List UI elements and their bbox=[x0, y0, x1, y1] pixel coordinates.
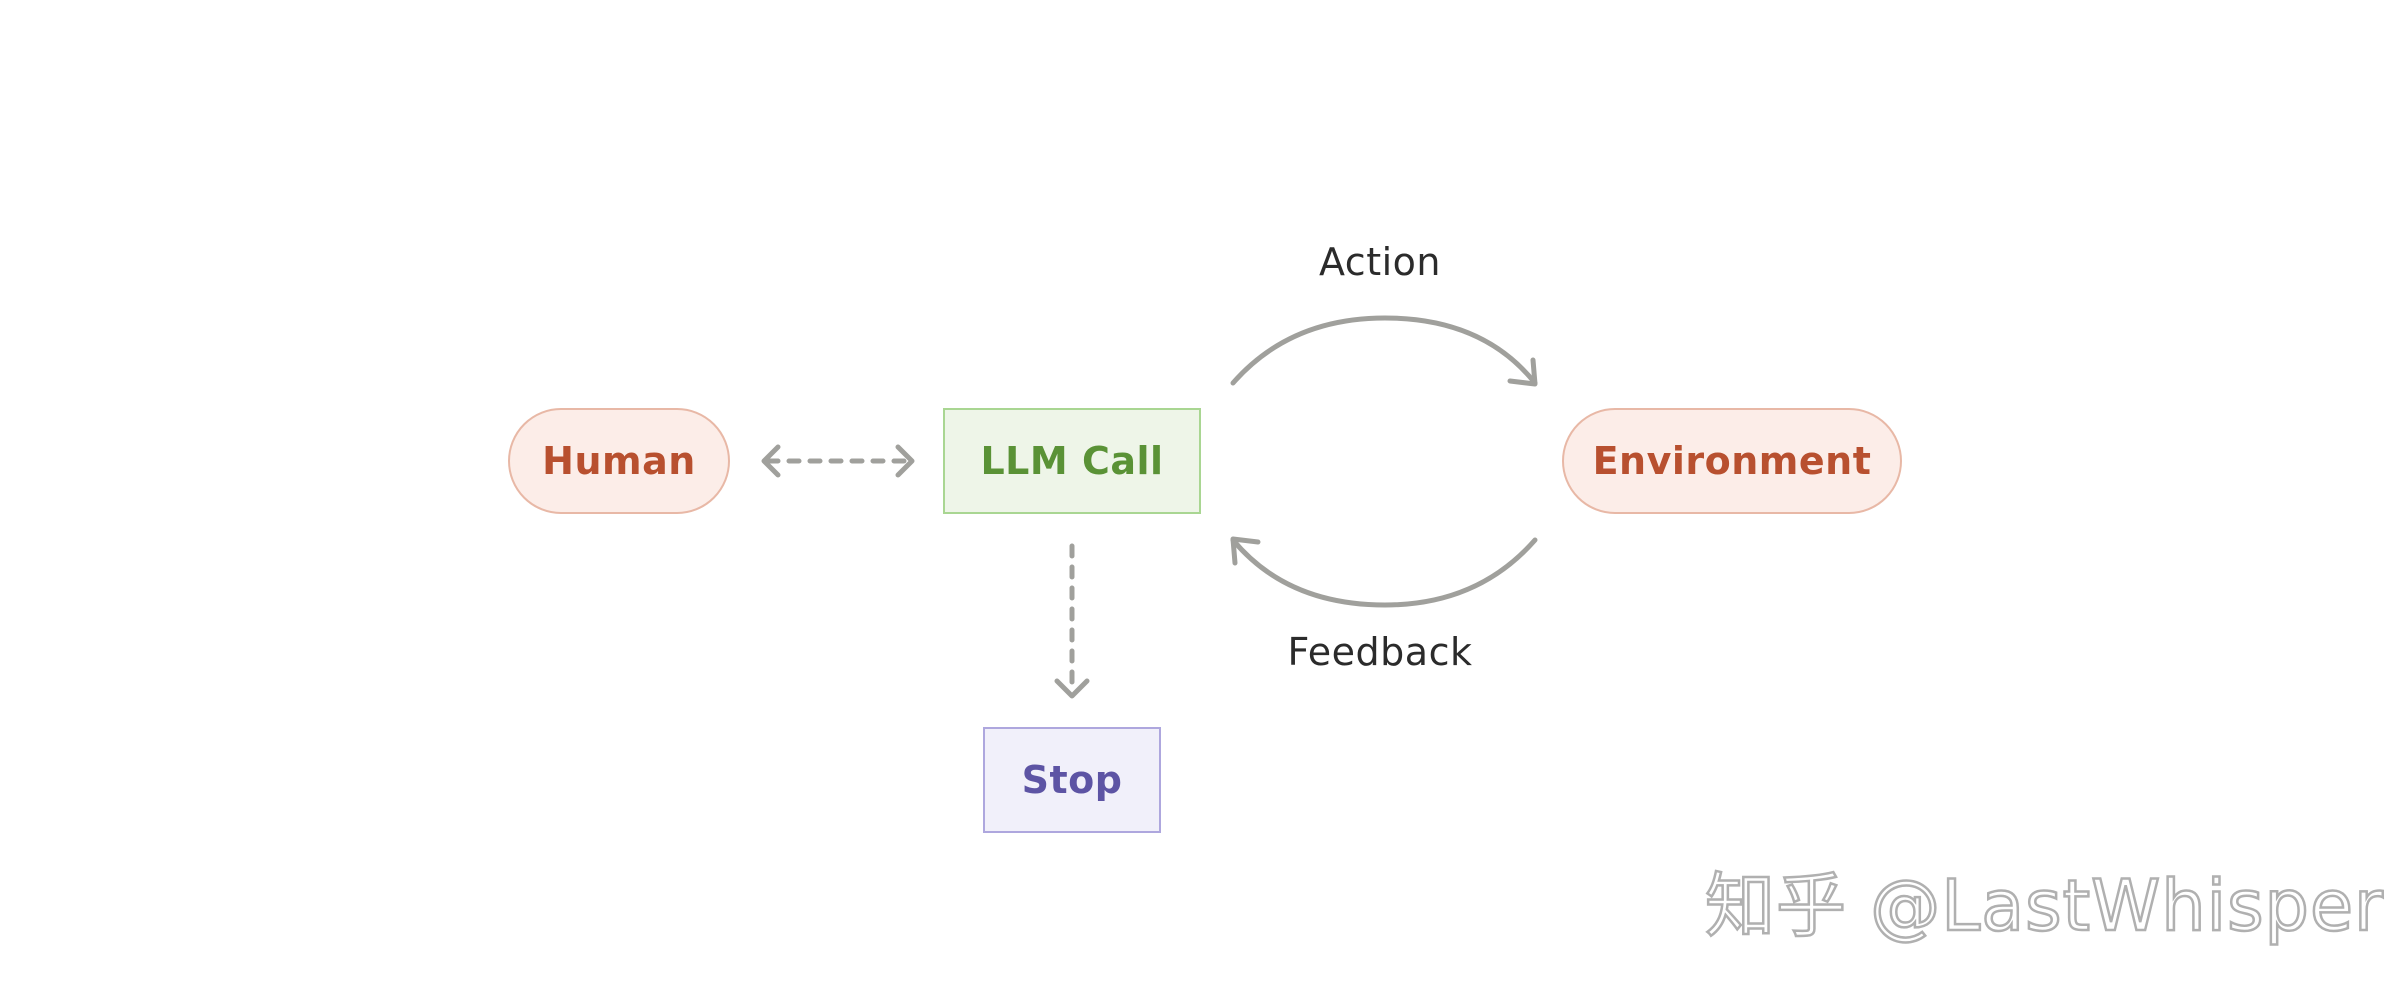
environment-node: Environment bbox=[1562, 408, 1902, 514]
human-node-label: Human bbox=[542, 439, 696, 483]
llm-stop-dashed-arrow bbox=[1054, 543, 1090, 699]
watermark-text: 知乎 @LastWhisper bbox=[1704, 864, 2384, 949]
human-node: Human bbox=[508, 408, 730, 514]
stop-node-label: Stop bbox=[1021, 758, 1123, 802]
action-arc-arrow bbox=[1230, 315, 1538, 387]
feedback-edge-label: Feedback bbox=[1287, 630, 1473, 674]
human-llm-dashed-arrow bbox=[761, 444, 915, 478]
llm-call-node: LLM Call bbox=[943, 408, 1201, 514]
environment-node-label: Environment bbox=[1592, 439, 1872, 483]
action-edge-label: Action bbox=[1318, 240, 1441, 284]
llm-call-node-label: LLM Call bbox=[980, 439, 1164, 483]
stop-node: Stop bbox=[983, 727, 1161, 833]
feedback-arc-arrow bbox=[1230, 536, 1538, 608]
